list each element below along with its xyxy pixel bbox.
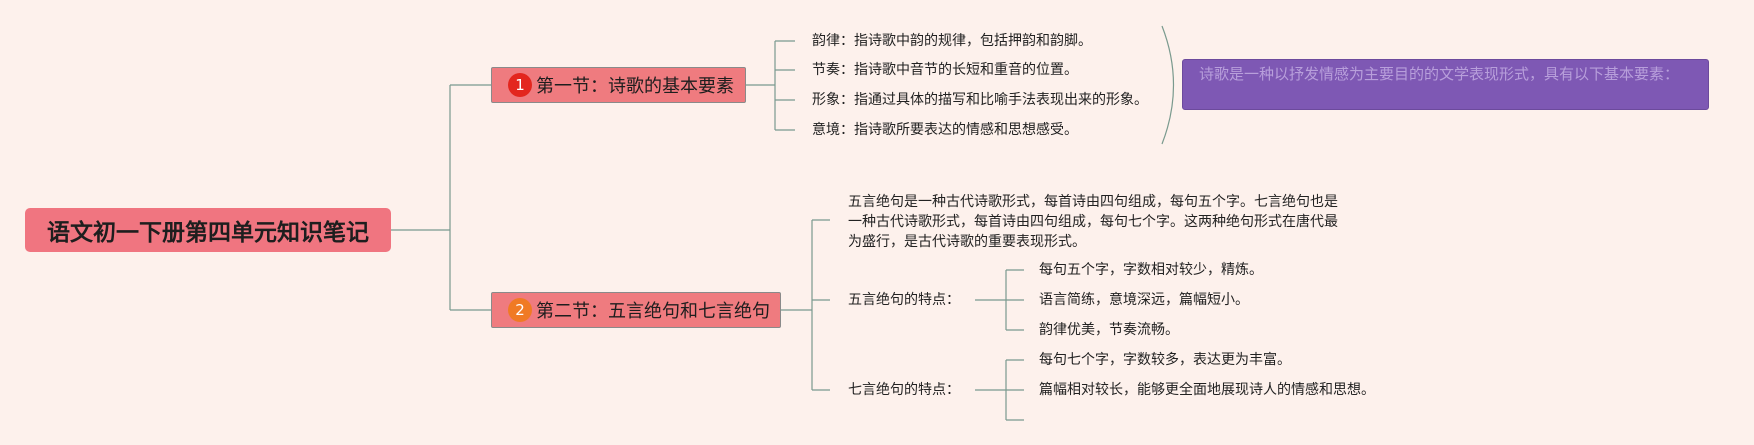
section-1-title: 第一节：诗歌的基本要素 <box>536 76 734 97</box>
seven-char-item[interactable]: 每句七个字，字数较多，表达更为丰富。 <box>1039 352 1291 368</box>
five-char-item[interactable]: 每句五个字，字数相对较少，精炼。 <box>1039 262 1263 278</box>
number-badge-1: 1 <box>508 73 532 97</box>
seven-char-item[interactable]: 篇幅相对较长，能够更全面地展现诗人的情感和思想。 <box>1039 382 1375 398</box>
summary-callout[interactable]: 诗歌是一种以抒发情感为主要目的的文学表现形式，具有以下基本要素： <box>1182 59 1709 110</box>
seven-char-label[interactable]: 七言绝句的特点： <box>848 382 960 398</box>
leaf-rhythm[interactable]: 节奏：指诗歌中音节的长短和重音的位置。 <box>812 62 1078 78</box>
five-char-item[interactable]: 语言简练，意境深远，篇幅短小。 <box>1039 292 1249 308</box>
section-2-node[interactable]: 2 第二节：五言绝句和七言绝句 <box>491 292 781 328</box>
leaf-mood[interactable]: 意境：指诗歌所要表达的情感和思想感受。 <box>812 122 1078 138</box>
five-char-item[interactable]: 韵律优美，节奏流畅。 <box>1039 322 1179 338</box>
leaf-imagery[interactable]: 形象：指通过具体的描写和比喻手法表现出来的形象。 <box>812 92 1148 108</box>
root-title: 语文初一下册第四单元知识笔记 <box>47 220 369 246</box>
root-topic[interactable]: 语文初一下册第四单元知识笔记 <box>25 208 391 252</box>
number-badge-2: 2 <box>508 298 532 322</box>
section-2-title: 第二节：五言绝句和七言绝句 <box>536 301 770 322</box>
summary-text: 诗歌是一种以抒发情感为主要目的的文学表现形式，具有以下基本要素： <box>1199 65 1680 83</box>
leaf-rhyme[interactable]: 韵律：指诗歌中韵的规律，包括押韵和韵脚。 <box>812 33 1092 49</box>
five-char-label[interactable]: 五言绝句的特点： <box>848 292 960 308</box>
section-1-node[interactable]: 1 第一节：诗歌的基本要素 <box>491 67 746 103</box>
quatrain-intro[interactable]: 五言绝句是一种古代诗歌形式，每首诗由四句组成，每句五个字。七言绝句也是一种古代诗… <box>848 194 1338 250</box>
